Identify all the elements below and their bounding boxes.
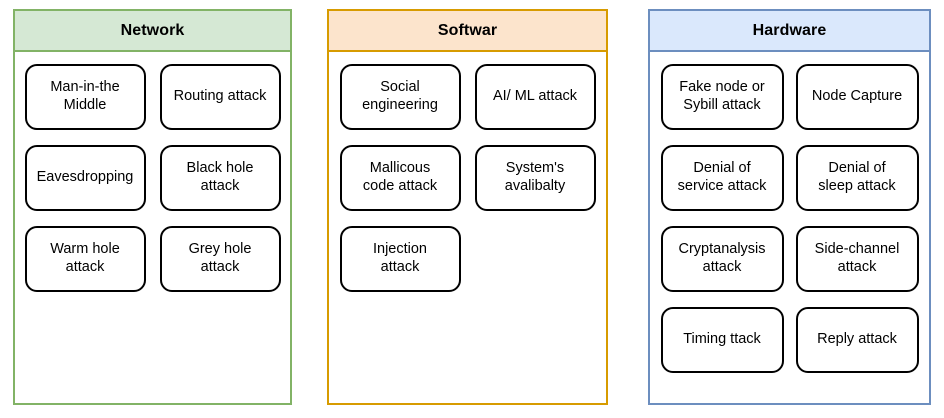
attack-node[interactable]: Reply attack xyxy=(795,307,919,373)
attack-node[interactable]: AI/ ML attack xyxy=(474,64,596,130)
attack-node[interactable]: Denial of service attack xyxy=(660,145,784,211)
attack-node[interactable]: Mallicous code attack xyxy=(339,145,461,211)
category-panel-software: Softwar Social engineering AI/ ML attack… xyxy=(327,9,608,405)
panel-body-network: Man-in-the Middle Routing attack Eavesdr… xyxy=(15,52,290,403)
panel-body-software: Social engineering AI/ ML attack Mallico… xyxy=(329,52,606,403)
attack-node[interactable]: Injection attack xyxy=(339,226,461,292)
category-panel-network: Network Man-in-the Middle Routing attack… xyxy=(13,9,292,405)
node-grid-hardware: Fake node or Sybill attack Node Capture … xyxy=(650,64,929,373)
attack-node[interactable]: Grey hole attack xyxy=(159,226,281,292)
attack-node[interactable]: Cryptanalysis attack xyxy=(660,226,784,292)
attack-node[interactable]: Side-channel attack xyxy=(795,226,919,292)
attack-node[interactable]: Routing attack xyxy=(159,64,281,130)
panel-body-hardware: Fake node or Sybill attack Node Capture … xyxy=(650,52,929,403)
attack-node[interactable]: Denial of sleep attack xyxy=(795,145,919,211)
attack-node[interactable]: Man-in-the Middle xyxy=(24,64,146,130)
panel-header-hardware: Hardware xyxy=(650,11,929,52)
attack-node[interactable]: Timing ttack xyxy=(660,307,784,373)
panel-header-network: Network xyxy=(15,11,290,52)
attack-node[interactable]: Fake node or Sybill attack xyxy=(660,64,784,130)
attack-node[interactable]: Social engineering xyxy=(339,64,461,130)
node-grid-network: Man-in-the Middle Routing attack Eavesdr… xyxy=(15,64,290,292)
empty-grid-cell xyxy=(475,226,596,292)
panel-header-software: Softwar xyxy=(329,11,606,52)
attack-node[interactable]: Black hole attack xyxy=(159,145,281,211)
attack-node[interactable]: System's avalibalty xyxy=(474,145,596,211)
attack-node[interactable]: Eavesdropping xyxy=(24,145,146,211)
attack-node[interactable]: Warm hole attack xyxy=(24,226,146,292)
node-grid-software: Social engineering AI/ ML attack Mallico… xyxy=(329,64,606,292)
category-panel-hardware: Hardware Fake node or Sybill attack Node… xyxy=(648,9,931,405)
attack-node[interactable]: Node Capture xyxy=(795,64,919,130)
